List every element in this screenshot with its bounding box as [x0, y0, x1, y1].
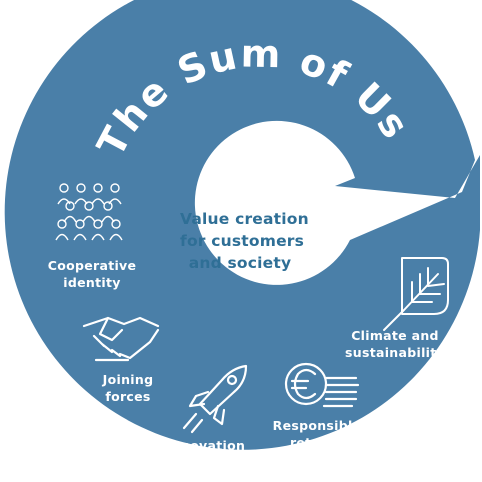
handshake-icon	[82, 316, 160, 362]
label-climate-sustainability: Climate and sustainability	[336, 327, 454, 361]
label-line: Cooperative	[47, 258, 137, 273]
label-responsible-returns: Responsible returns	[262, 417, 372, 451]
label-joining-forces: Joining forces	[78, 371, 178, 405]
label-line: Climate and	[351, 328, 439, 343]
label-line: identity	[63, 275, 121, 290]
center-line-3: and society	[188, 254, 292, 272]
people-group-icon	[55, 183, 123, 241]
label-line: sustainability	[345, 345, 445, 360]
label-line: returns	[289, 435, 345, 450]
label-line: Responsible	[272, 418, 362, 433]
leaf-icon	[383, 257, 449, 331]
euro-coins-icon	[284, 362, 360, 408]
center-line-1: Value creation	[180, 210, 309, 228]
center-statement: Value creation for customers and society	[180, 208, 309, 274]
label-line: Innovation	[166, 438, 246, 453]
ring-shape	[4, 0, 480, 450]
center-line-2: for customers	[180, 232, 305, 250]
label-innovation: Innovation	[154, 437, 258, 454]
label-cooperative-identity: Cooperative identity	[32, 257, 152, 291]
rocket-icon	[182, 364, 248, 434]
label-line: Joining	[102, 372, 154, 387]
label-line: forces	[105, 389, 151, 404]
